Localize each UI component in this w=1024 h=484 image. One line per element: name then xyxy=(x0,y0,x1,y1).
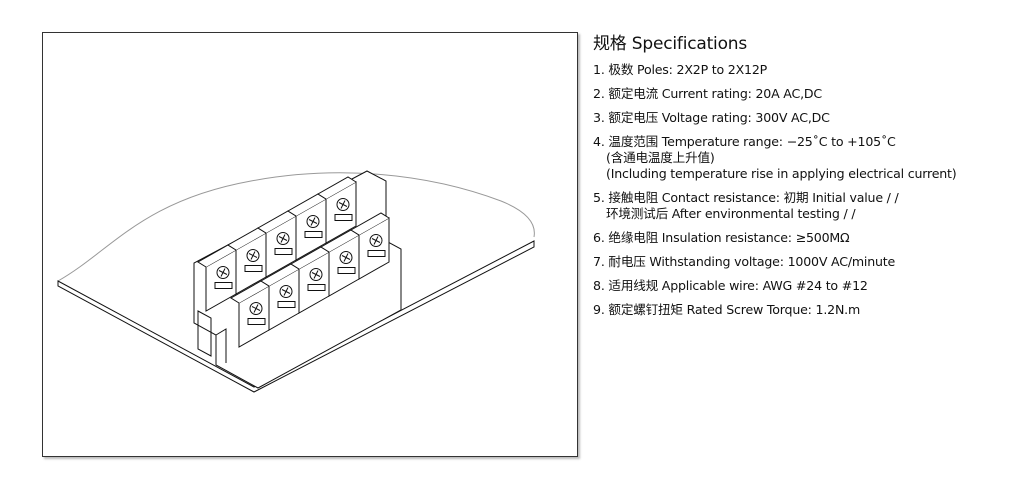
spec-line: 6. 绝缘电阻 Insulation resistance: ≥500MΩ xyxy=(593,230,850,245)
wire-clamp xyxy=(244,265,263,272)
spec-line: 5. 接触电阻 Contact resistance: 初期 Initial v… xyxy=(593,190,899,205)
pcb-board xyxy=(57,240,535,393)
spec-item: 4. 温度范围 Temperature range: −25˚C to +105… xyxy=(593,134,1013,182)
wire-clamp xyxy=(277,301,296,308)
spec-line: 7. 耐电压 Withstanding voltage: 1000V AC/mi… xyxy=(593,254,896,269)
spec-subline: (含通电温度上升值) xyxy=(606,150,715,165)
screw-slot xyxy=(341,253,351,262)
spec-subline: 环境测试后 After environmental testing / / xyxy=(606,206,856,221)
wire-clamp xyxy=(304,231,323,238)
housing-side-slot xyxy=(197,310,212,357)
terminal-cell xyxy=(358,217,390,280)
spec-line: 1. 极数 Poles: 2X2P to 2X12P xyxy=(593,62,768,77)
spec-subline: (Including temperature rise in applying … xyxy=(606,166,957,181)
wire-clamp xyxy=(214,282,233,289)
screw-slot xyxy=(371,236,381,245)
spec-line: 2. 额定电流 Current rating: 20A AC,DC xyxy=(593,86,822,101)
spec-item: 5. 接触电阻 Contact resistance: 初期 Initial v… xyxy=(593,190,1013,222)
screw-slot xyxy=(218,268,228,277)
terminal-barrier xyxy=(350,212,390,236)
wire-clamp xyxy=(307,284,326,291)
screw-slot xyxy=(248,251,258,260)
spec-item: 9. 额定螺钉扭矩 Rated Screw Torque: 1.2N.m xyxy=(593,302,1013,318)
spec-item: 2. 额定电流 Current rating: 20A AC,DC xyxy=(593,86,1013,102)
specifications-panel: 规格 Specifications 1. 极数 Poles: 2X2P to 2… xyxy=(593,32,1013,326)
spec-item: 7. 耐电压 Withstanding voltage: 1000V AC/mi… xyxy=(593,254,1013,270)
pcb-outline-curve xyxy=(57,172,535,282)
terminal-cell xyxy=(325,181,357,244)
wire-clamp xyxy=(247,318,266,325)
screw-slot xyxy=(278,234,288,243)
screw-slot xyxy=(308,217,318,226)
screw-slot xyxy=(311,270,321,279)
product-illustration-frame xyxy=(42,32,578,457)
screw-slot xyxy=(281,287,291,296)
terminal-barrier xyxy=(317,176,357,200)
spec-item: 8. 适用线规 Applicable wire: AWG #24 to #12 xyxy=(593,278,1013,294)
spec-line: 3. 额定电压 Voltage rating: 300V AC,DC xyxy=(593,110,830,125)
wire-clamp xyxy=(334,214,353,221)
terminal-block xyxy=(193,170,402,389)
spec-line: 9. 额定螺钉扭矩 Rated Screw Torque: 1.2N.m xyxy=(593,302,861,317)
housing-edge xyxy=(215,328,227,363)
wire-clamp xyxy=(274,248,293,255)
spec-line: 8. 适用线规 Applicable wire: AWG #24 to #12 xyxy=(593,278,868,293)
screw-slot xyxy=(251,304,261,313)
spec-item: 6. 绝缘电阻 Insulation resistance: ≥500MΩ xyxy=(593,230,1013,246)
specifications-title: 规格 Specifications xyxy=(593,34,748,54)
wire-clamp xyxy=(337,267,356,274)
spec-item: 3. 额定电压 Voltage rating: 300V AC,DC xyxy=(593,110,1013,126)
screw-slot xyxy=(338,200,348,209)
spec-line: 4. 温度范围 Temperature range: −25˚C to +105… xyxy=(593,134,896,149)
spec-item: 1. 极数 Poles: 2X2P to 2X12P xyxy=(593,62,1013,78)
wire-clamp xyxy=(367,250,386,257)
